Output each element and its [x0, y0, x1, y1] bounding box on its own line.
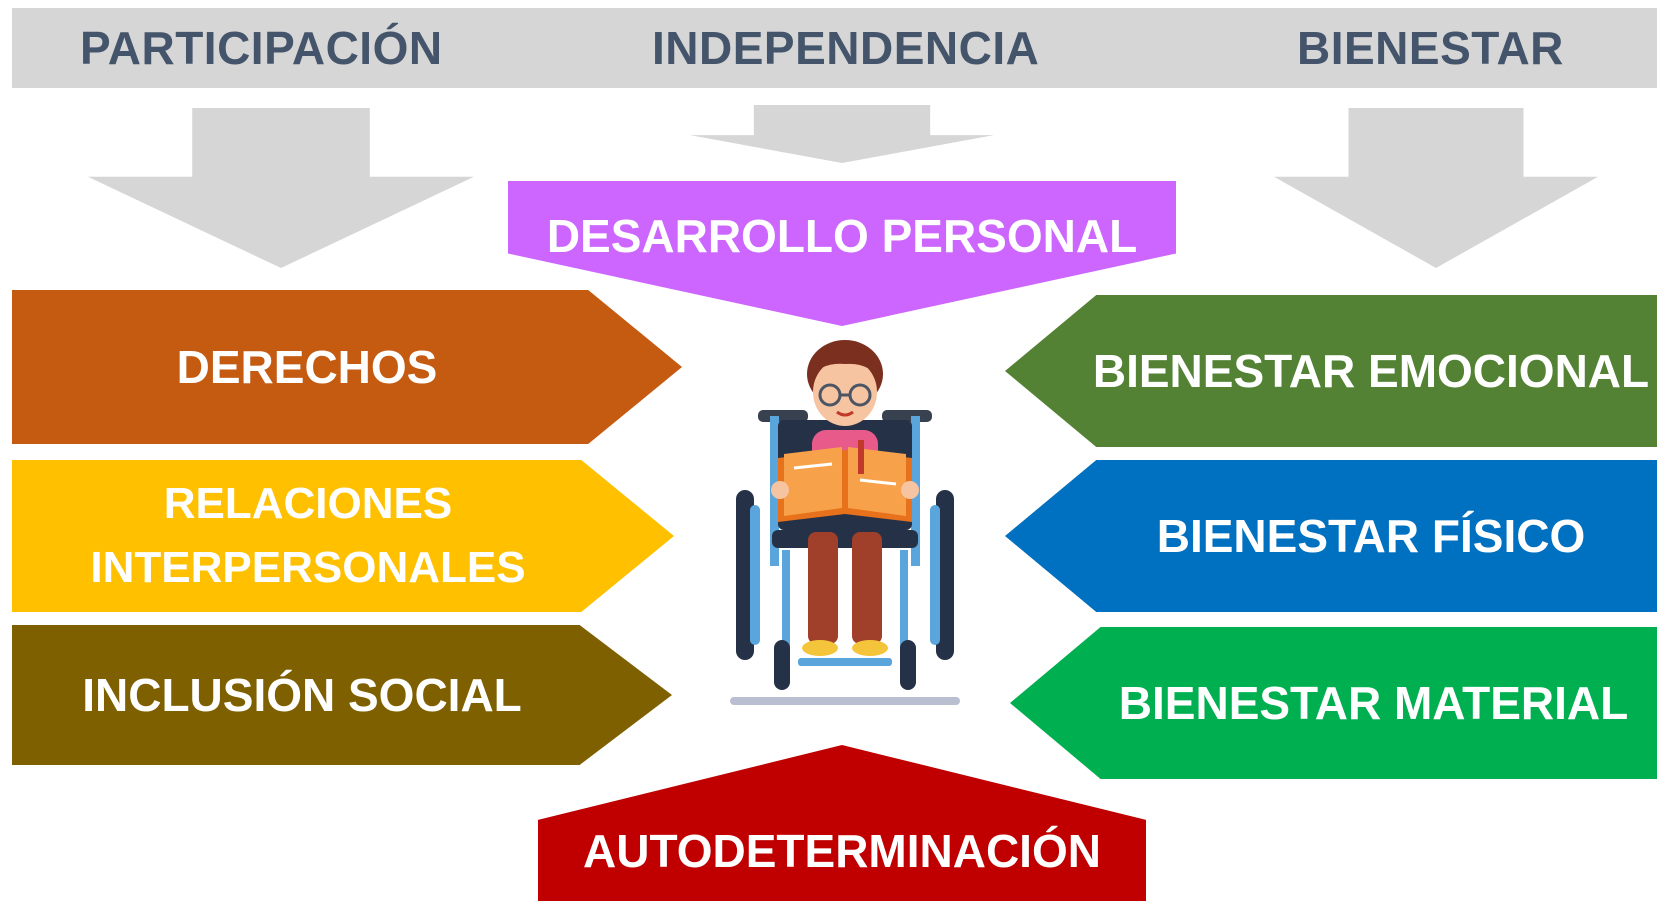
desarrollo-personal-label: DESARROLLO PERSONAL: [546, 210, 1138, 262]
relaciones-label-line2: INTERPERSONALES: [90, 543, 526, 592]
relaciones-interpersonales-shape: RELACIONES INTERPERSONALES: [12, 460, 674, 612]
relaciones-label-line1: RELACIONES: [163, 479, 453, 529]
bienestar-material-label: BIENESTAR MATERIAL: [1118, 676, 1629, 729]
bienestar-emocional-label: BIENESTAR EMOCIONAL: [1092, 344, 1650, 397]
desarrollo-personal-shape: DESARROLLO PERSONAL: [508, 181, 1176, 326]
down-arrow-bienestar: [1274, 108, 1598, 268]
bienestar-fisico-label: BIENESTAR FÍSICO: [1156, 509, 1586, 562]
autodeterminacion-label: AUTODETERMINACIÓN: [583, 825, 1101, 878]
autodeterminacion-shape: AUTODETERMINACIÓN: [538, 745, 1146, 901]
down-arrow-independencia: [690, 105, 994, 163]
inclusion-social-shape: INCLUSIÓN SOCIAL: [12, 625, 672, 765]
header-bienestar: BIENESTAR: [1297, 22, 1564, 74]
header-participacion: PARTICIPACIÓN: [80, 22, 443, 74]
person-in-wheelchair-reading-icon: [730, 340, 960, 705]
bienestar-fisico-shape: BIENESTAR FÍSICO: [1005, 460, 1657, 612]
derechos-label: DERECHOS: [176, 340, 438, 393]
bienestar-material-shape: BIENESTAR MATERIAL: [1010, 627, 1657, 779]
down-arrow-participacion: [88, 108, 474, 268]
header-independencia: INDEPENDENCIA: [652, 22, 1040, 74]
header-bar: [12, 8, 1657, 88]
derechos-shape: DERECHOS: [12, 290, 682, 444]
bienestar-emocional-shape: BIENESTAR EMOCIONAL: [1005, 295, 1657, 447]
inclusion-social-label: INCLUSIÓN SOCIAL: [82, 668, 522, 721]
